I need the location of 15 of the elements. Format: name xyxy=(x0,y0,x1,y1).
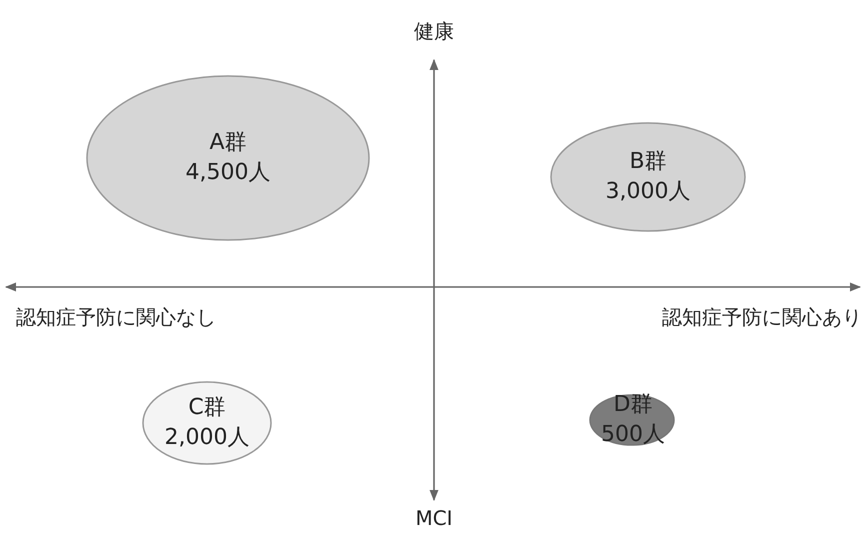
group-name: A群 xyxy=(209,129,247,157)
group-count: 4,500人 xyxy=(186,159,270,187)
group-name: B群 xyxy=(629,148,667,176)
group-ellipse xyxy=(550,122,746,232)
group-name: D群 xyxy=(614,391,652,419)
group-ellipse xyxy=(142,381,272,465)
group-count: 3,000人 xyxy=(606,178,690,206)
group-count: 2,000人 xyxy=(164,424,250,452)
axis-label: MCI xyxy=(415,506,453,530)
axis-label: 認知症予防に関心あり xyxy=(662,304,862,331)
axis-label: 健康 xyxy=(414,18,454,45)
axis-label: 認知症予防に関心なし xyxy=(16,304,216,331)
group-ellipse xyxy=(86,75,370,241)
group-name: C群 xyxy=(188,394,226,422)
group-count: 500人 xyxy=(601,421,665,449)
